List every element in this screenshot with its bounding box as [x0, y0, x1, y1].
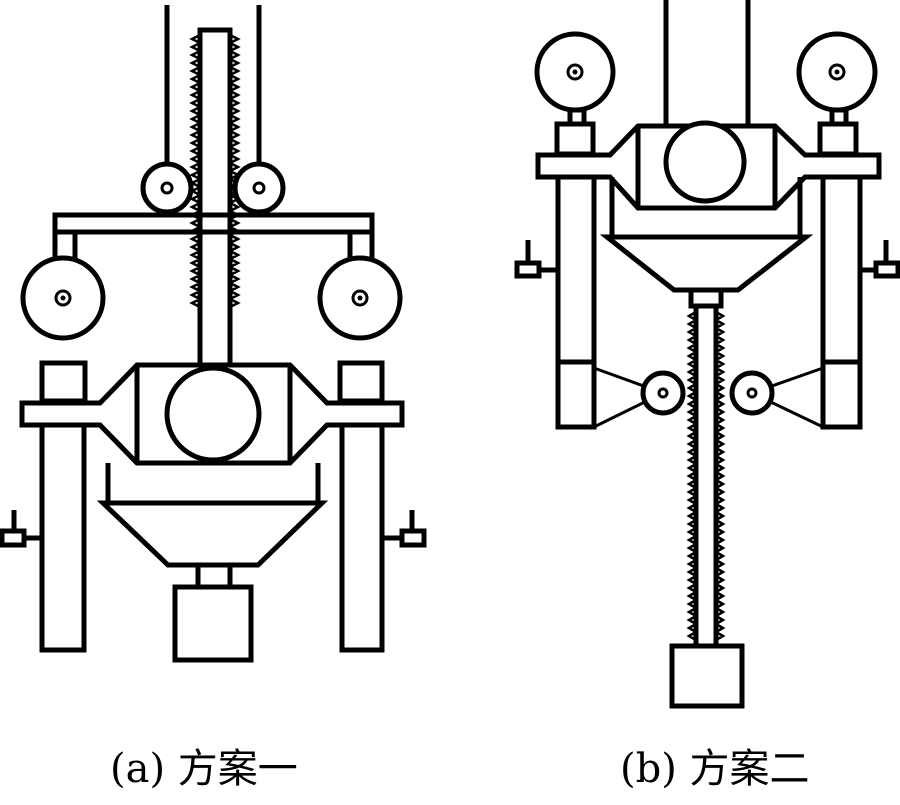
drum-support-left [554, 121, 596, 157]
drum-right-hub [828, 63, 846, 81]
rack-teeth-left [686, 310, 699, 642]
drum-left-axle [60, 295, 66, 301]
caption-scheme-one: (a) 方案一 [110, 746, 298, 792]
roller-right-hub [746, 387, 758, 399]
sensor-right [873, 260, 900, 279]
gearbox-wheel [164, 365, 262, 463]
leg-right [820, 174, 863, 430]
drum-right-axle [834, 69, 840, 75]
sensor-right [399, 528, 427, 548]
bottom-box [669, 643, 745, 709]
leg-left [555, 174, 597, 430]
guide-pulley-right-hub [252, 181, 266, 195]
sensor-left [514, 260, 542, 279]
rack-teeth-path [713, 310, 726, 642]
caption-scheme-two: (b) 方案二 [620, 746, 810, 792]
rack-teeth-path [686, 310, 699, 642]
roller-left-hub [657, 387, 669, 399]
leg-right [339, 422, 385, 653]
hopper [96, 500, 329, 568]
drum-support-left [39, 360, 88, 404]
roller-right [729, 370, 775, 416]
hopper-neck [195, 562, 233, 590]
gearbox-wheel [663, 120, 747, 204]
drum-support-right [337, 360, 385, 404]
drum-right-hub [351, 289, 369, 307]
bottom-box [172, 584, 254, 663]
sensor-left [0, 528, 27, 548]
drum-left-hub [54, 289, 72, 307]
drum-left-hub [566, 63, 584, 81]
panel-a-diagram [0, 5, 427, 663]
rack-teeth-right [713, 310, 726, 642]
panel-b-diagram [514, 0, 900, 709]
guide-pulley-right [232, 161, 286, 215]
guide-pulley-left-hub [160, 181, 174, 195]
roller-left [640, 370, 686, 416]
rack-teeth-left [189, 33, 203, 309]
rack-teeth-path [227, 33, 241, 309]
rack-teeth-path [189, 33, 203, 309]
rack-teeth-right [227, 33, 241, 309]
top-frame [52, 212, 375, 235]
drum-support-right [817, 121, 859, 157]
leg-left [39, 422, 87, 653]
central-shaft [197, 27, 233, 368]
drum-left-axle [572, 69, 578, 75]
guide-pulley-left [140, 161, 194, 215]
rack-shaft [693, 303, 719, 649]
drum-right-axle [357, 295, 363, 301]
hopper [599, 234, 814, 293]
